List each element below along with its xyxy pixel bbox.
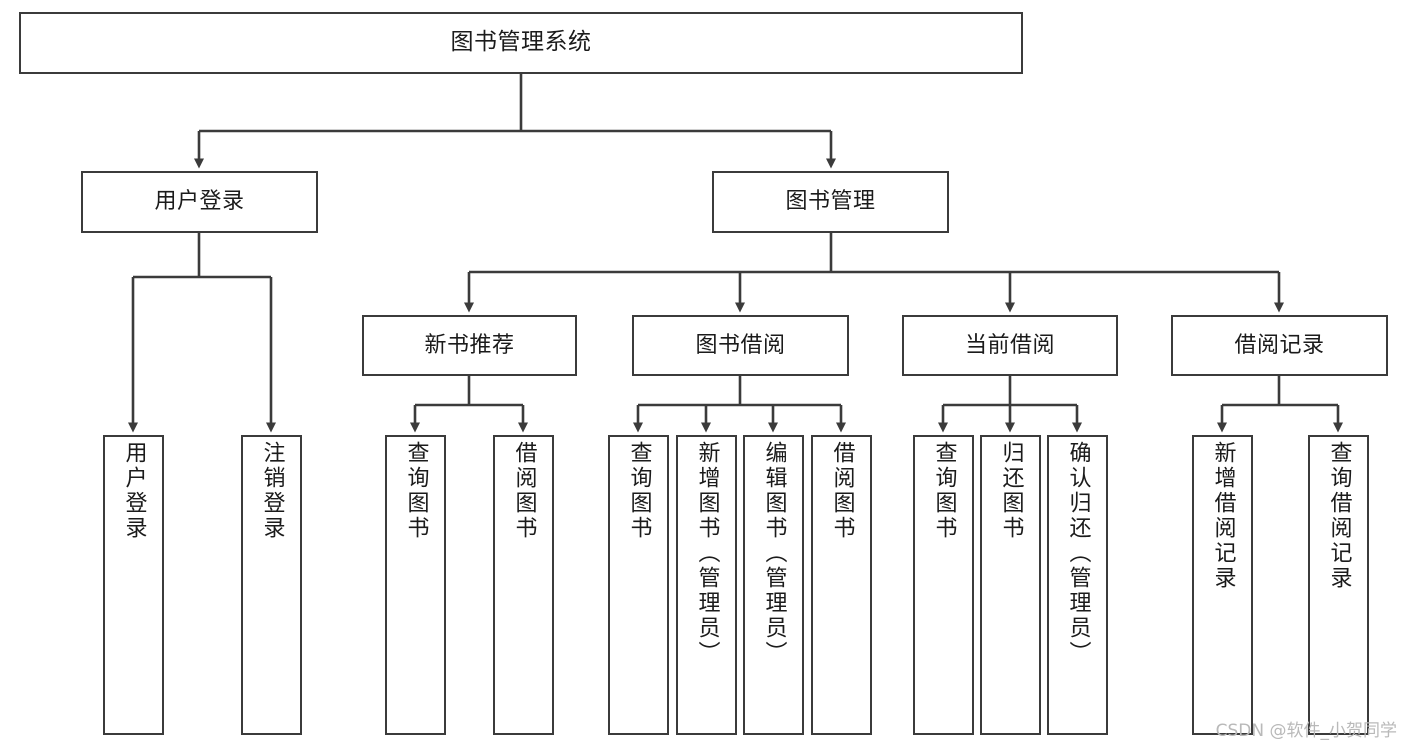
leaf-borrow-book-recommend[interactable]: 借阅图书: [493, 435, 554, 735]
node-label: 查询图书: [931, 441, 957, 541]
node-label: 借阅图书: [829, 441, 855, 541]
node-label: 图书管理系统: [450, 29, 592, 56]
leaf-borrow-book[interactable]: 借阅图书: [811, 435, 872, 735]
leaf-user-login[interactable]: 用户登录: [103, 435, 164, 735]
node-label: 查询图书: [403, 441, 429, 541]
node-label: 用户登录: [121, 441, 147, 541]
leaf-return-book[interactable]: 归还图书: [980, 435, 1041, 735]
node-book-management[interactable]: 图书管理: [712, 171, 949, 233]
node-label: 图书借阅: [695, 332, 786, 358]
node-new-book-recommend[interactable]: 新书推荐: [362, 315, 577, 376]
node-label: 查询借阅记录: [1326, 441, 1352, 591]
leaf-logout[interactable]: 注销登录: [241, 435, 302, 735]
leaf-query-book-borrow[interactable]: 查询图书: [608, 435, 669, 735]
leaf-add-borrow-record[interactable]: 新增借阅记录: [1192, 435, 1253, 735]
node-label: 编辑图书（管理员）: [761, 441, 787, 666]
leaf-query-book-current[interactable]: 查询图书: [913, 435, 974, 735]
node-label: 新书推荐: [424, 332, 515, 358]
node-label: 新增借阅记录: [1210, 441, 1236, 591]
node-label: 借阅记录: [1234, 332, 1325, 358]
node-label: 查询图书: [626, 441, 652, 541]
node-label: 图书管理: [785, 189, 876, 215]
node-label: 借阅图书: [511, 441, 537, 541]
node-label: 新增图书（管理员）: [694, 441, 720, 666]
node-user-login[interactable]: 用户登录: [81, 171, 318, 233]
node-root-system[interactable]: 图书管理系统: [19, 12, 1023, 74]
node-current-borrow[interactable]: 当前借阅: [902, 315, 1118, 376]
leaf-query-book-recommend[interactable]: 查询图书: [385, 435, 446, 735]
leaf-query-borrow-record[interactable]: 查询借阅记录: [1308, 435, 1369, 735]
node-label: 归还图书: [998, 441, 1024, 541]
node-label: 确认归还（管理员）: [1065, 441, 1091, 666]
leaf-edit-book-admin[interactable]: 编辑图书（管理员）: [743, 435, 804, 735]
leaf-add-book-admin[interactable]: 新增图书（管理员）: [676, 435, 737, 735]
node-borrow-records[interactable]: 借阅记录: [1171, 315, 1388, 376]
node-book-borrow[interactable]: 图书借阅: [632, 315, 849, 376]
node-label: 用户登录: [154, 189, 245, 215]
leaf-confirm-return-admin[interactable]: 确认归还（管理员）: [1047, 435, 1108, 735]
node-label: 注销登录: [259, 441, 285, 541]
node-label: 当前借阅: [964, 332, 1055, 358]
csdn-watermark: CSDN @软件_小贺同学: [1215, 721, 1397, 741]
